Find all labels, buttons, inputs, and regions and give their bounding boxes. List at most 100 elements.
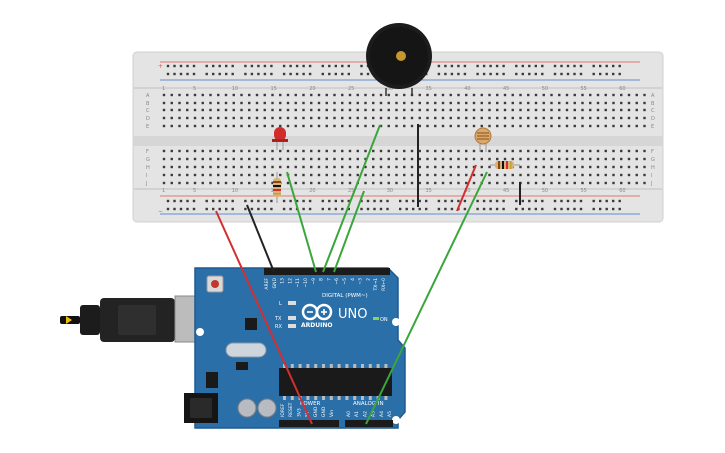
column-number: 35: [426, 86, 432, 92]
led-label-l: L: [279, 301, 282, 307]
pin-label: GND: [313, 406, 319, 417]
row-letter: G: [651, 157, 655, 163]
row-letter: F: [651, 149, 654, 155]
usb-cable[interactable]: [60, 295, 206, 343]
row-letter: F: [146, 149, 149, 155]
pin-label: 12: [287, 278, 293, 284]
row-letter: H: [651, 165, 655, 171]
pin-label: AREF: [264, 278, 270, 290]
brand-label: ARDUINO: [301, 322, 332, 329]
column-number: 10: [232, 188, 238, 194]
pin-label: ~9: [311, 278, 317, 285]
wire-black-gnd[interactable]: [246, 204, 275, 273]
pin-label: Vin: [329, 410, 335, 417]
row-letter: D: [651, 116, 655, 122]
column-number: 1: [162, 188, 165, 194]
column-number: 55: [581, 188, 587, 194]
column-number: 5: [193, 86, 196, 92]
jumper-red-ldr[interactable]: [456, 164, 477, 212]
photoresistor[interactable]: [474, 127, 492, 152]
row-letter: C: [651, 108, 655, 114]
column-number: 55: [581, 86, 587, 92]
pin-label: 7: [326, 278, 332, 281]
pin-label: RX←0: [381, 278, 387, 291]
pin-label: 3V3: [296, 408, 302, 417]
wire-green-led[interactable]: [286, 171, 317, 273]
pin-label: GND: [272, 277, 278, 288]
wire-green-analog[interactable]: [365, 171, 488, 425]
pin-label: 4: [350, 278, 356, 281]
row-letter: E: [146, 124, 149, 130]
row-letter: J: [650, 181, 652, 187]
column-number: 60: [619, 188, 625, 194]
digital-label: DIGITAL (PWM~): [322, 293, 368, 299]
model-label: UNO: [338, 307, 367, 322]
column-number: 20: [309, 86, 315, 92]
analog-label: ANALOG IN: [353, 401, 384, 407]
on-label: ON: [380, 317, 388, 323]
column-number: 50: [542, 86, 548, 92]
column-number: 45: [503, 188, 509, 194]
row-letter: I: [146, 173, 147, 179]
column-number: 40: [464, 188, 470, 194]
digital-header[interactable]: [264, 268, 390, 275]
pin-label: ~3: [358, 278, 364, 285]
red-led[interactable]: [272, 127, 288, 150]
pin-label: A3: [371, 411, 377, 417]
led-label-tx: TX: [274, 316, 282, 322]
row-letter: J: [145, 181, 147, 187]
row-letter: D: [146, 116, 150, 122]
row-letter: C: [146, 108, 150, 114]
reset-button-cap[interactable]: [211, 280, 219, 288]
column-number: 50: [542, 188, 548, 194]
column-number: 25: [348, 188, 354, 194]
pin-label: A2: [362, 411, 368, 417]
column-number: 10: [232, 86, 238, 92]
resistor-led[interactable]: [273, 172, 281, 203]
wire-red-5v[interactable]: [215, 210, 313, 425]
piezo-buzzer[interactable]: [366, 23, 432, 96]
column-number: 60: [619, 86, 625, 92]
rail-minus-label: −: [158, 208, 163, 215]
wire-green-buzzer-1[interactable]: [322, 124, 381, 273]
column-number: 40: [464, 86, 470, 92]
pin-label: A1: [354, 411, 360, 417]
power-header[interactable]: [279, 420, 339, 427]
pin-label: 13: [280, 278, 286, 284]
row-letter: A: [146, 93, 150, 99]
row-letter: B: [146, 101, 150, 107]
chip-pins: [283, 364, 388, 400]
row-letter: E: [651, 124, 654, 130]
column-number: 35: [426, 188, 432, 194]
pin-label: ~10: [303, 278, 309, 288]
arduino-logo: [301, 303, 333, 321]
pin-label: TX→1: [373, 278, 379, 292]
pin-label: A5: [387, 411, 393, 417]
pin-label: IOREF: [280, 403, 286, 417]
pin-label: 2: [365, 278, 371, 281]
row-letter: H: [146, 165, 150, 171]
column-number: 20: [309, 188, 315, 194]
pin-label: GND: [321, 406, 327, 417]
power-label: POWER: [300, 401, 321, 407]
column-number: 30: [387, 188, 393, 194]
led-label-rx: RX: [275, 324, 282, 330]
row-letter: I: [651, 173, 652, 179]
wire-green-buzzer-2[interactable]: [333, 190, 365, 273]
column-number: 30: [387, 86, 393, 92]
resistor-ldr[interactable]: [490, 161, 520, 169]
row-letter: A: [651, 93, 655, 99]
pin-label: A4: [379, 411, 385, 417]
analog-header[interactable]: [345, 420, 393, 427]
pin-label: ~6: [334, 278, 340, 285]
column-number: 25: [348, 86, 354, 92]
pin-label: ~5: [342, 278, 348, 285]
rail-plus-label: +: [158, 63, 163, 70]
